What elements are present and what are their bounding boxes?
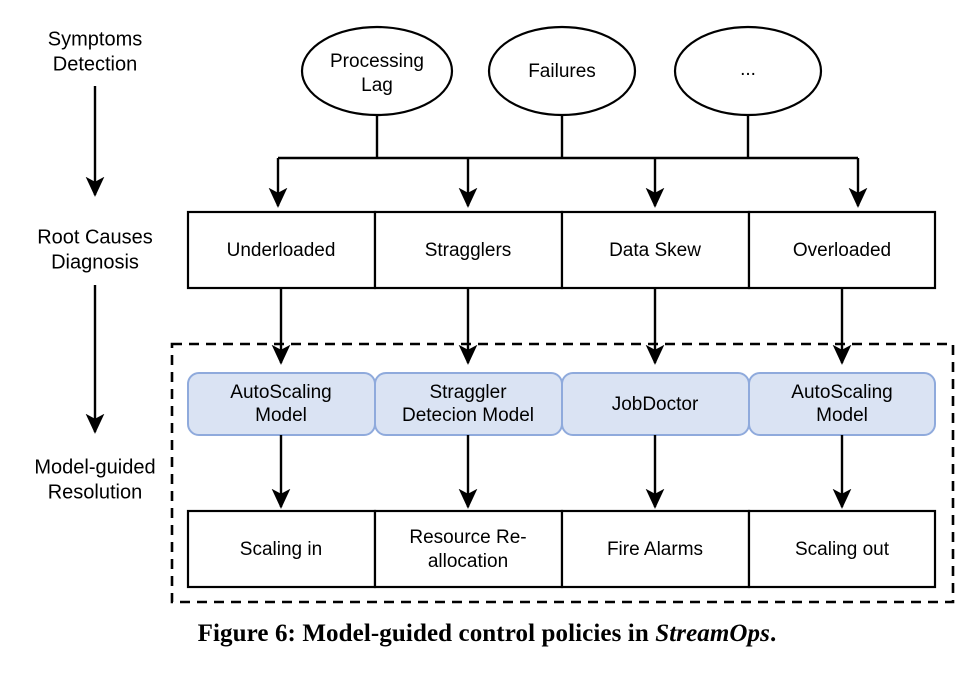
stage-resolution-line1: Model-guided xyxy=(34,456,155,478)
symptom-node-ellipsis[interactable]: ... xyxy=(673,25,823,117)
model-box-straggler-detection-model[interactable]: Straggler Detecion Model xyxy=(374,372,563,436)
symptom-node-processing-lag[interactable]: Processing Lag xyxy=(300,25,454,117)
action-box-fire-alarms[interactable]: Fire Alarms xyxy=(560,509,751,589)
caption-emphasis: StreamOps xyxy=(655,620,770,647)
model-guided-resolution-container xyxy=(170,342,955,604)
action-label-resource-line2: allocation xyxy=(428,551,508,572)
stage-symptoms-line1: Symptoms xyxy=(48,28,142,50)
action-box-scaling-out[interactable]: Scaling out xyxy=(747,509,937,589)
model-straggler-line1: Straggler xyxy=(429,382,507,403)
model-autoscaling-1-line2: Model xyxy=(255,405,307,426)
root-cause-box-data-skew[interactable]: Data Skew xyxy=(560,210,751,290)
action-label-resource-line1: Resource Re- xyxy=(409,527,526,548)
model-autoscaling-2-line1: AutoScaling xyxy=(791,382,892,403)
rect-overloaded[interactable] xyxy=(747,210,937,290)
action-label-scaling-out: Scaling out xyxy=(795,539,890,560)
figure-caption: Figure 6: Model-guided control policies … xyxy=(0,620,974,648)
stage-rootcause-line2: Diagnosis xyxy=(51,251,139,273)
root-cause-label-underloaded: Underloaded xyxy=(227,240,336,261)
root-cause-box-overloaded[interactable]: Overloaded xyxy=(747,210,937,290)
rect-data-skew[interactable] xyxy=(560,210,751,290)
rect-stragglers[interactable] xyxy=(373,210,564,290)
stage-symptoms-line2: Detection xyxy=(53,53,138,75)
stage-label-root-causes-diagnosis: Root Causes Diagnosis xyxy=(37,226,153,273)
action-box-resource-reallocation[interactable]: Resource Re- allocation xyxy=(373,509,564,589)
model-box-autoscaling-model-2[interactable]: AutoScaling Model xyxy=(748,372,936,436)
root-cause-label-stragglers: Stragglers xyxy=(425,240,512,261)
rect-underloaded[interactable] xyxy=(186,210,377,290)
root-cause-box-stragglers[interactable]: Stragglers xyxy=(373,210,564,290)
symptom-failures-label: Failures xyxy=(528,61,596,82)
rect-scaling-in[interactable] xyxy=(186,509,377,589)
rect-scaling-out[interactable] xyxy=(747,509,937,589)
symptom-processing-lag-line2: Lag xyxy=(361,75,393,96)
symptom-processing-lag-line1: Processing xyxy=(330,51,424,72)
model-box-autoscaling-model-1[interactable]: AutoScaling Model xyxy=(187,372,376,436)
model-jobdoctor-label: JobDoctor xyxy=(612,394,699,415)
symptom-ellipsis-label: ... xyxy=(740,59,756,80)
stage-label-model-guided-resolution: Model-guided Resolution xyxy=(34,456,155,503)
model-box-jobdoctor[interactable]: JobDoctor xyxy=(561,372,750,436)
stage-resolution-line2: Resolution xyxy=(48,481,143,503)
caption-suffix: . xyxy=(770,620,777,647)
root-cause-box-underloaded[interactable]: Underloaded xyxy=(186,210,377,290)
stage-rootcause-line1: Root Causes xyxy=(37,226,153,248)
model-straggler-line2: Detecion Model xyxy=(402,405,534,426)
root-cause-label-overloaded: Overloaded xyxy=(793,240,891,261)
symptom-node-failures[interactable]: Failures xyxy=(487,25,637,117)
caption-prefix: Figure 6: Model-guided control policies … xyxy=(197,620,656,647)
model-autoscaling-1-line1: AutoScaling xyxy=(230,382,331,403)
rect-resource-reallocation[interactable] xyxy=(373,509,564,589)
model-autoscaling-2-line2: Model xyxy=(816,405,868,426)
stage-label-symptoms-detection: Symptoms Detection xyxy=(48,28,142,75)
action-label-scaling-in: Scaling in xyxy=(240,539,322,560)
action-label-fire-alarms: Fire Alarms xyxy=(607,539,703,560)
root-cause-label-data-skew: Data Skew xyxy=(609,240,701,261)
action-box-scaling-in[interactable]: Scaling in xyxy=(186,509,377,589)
